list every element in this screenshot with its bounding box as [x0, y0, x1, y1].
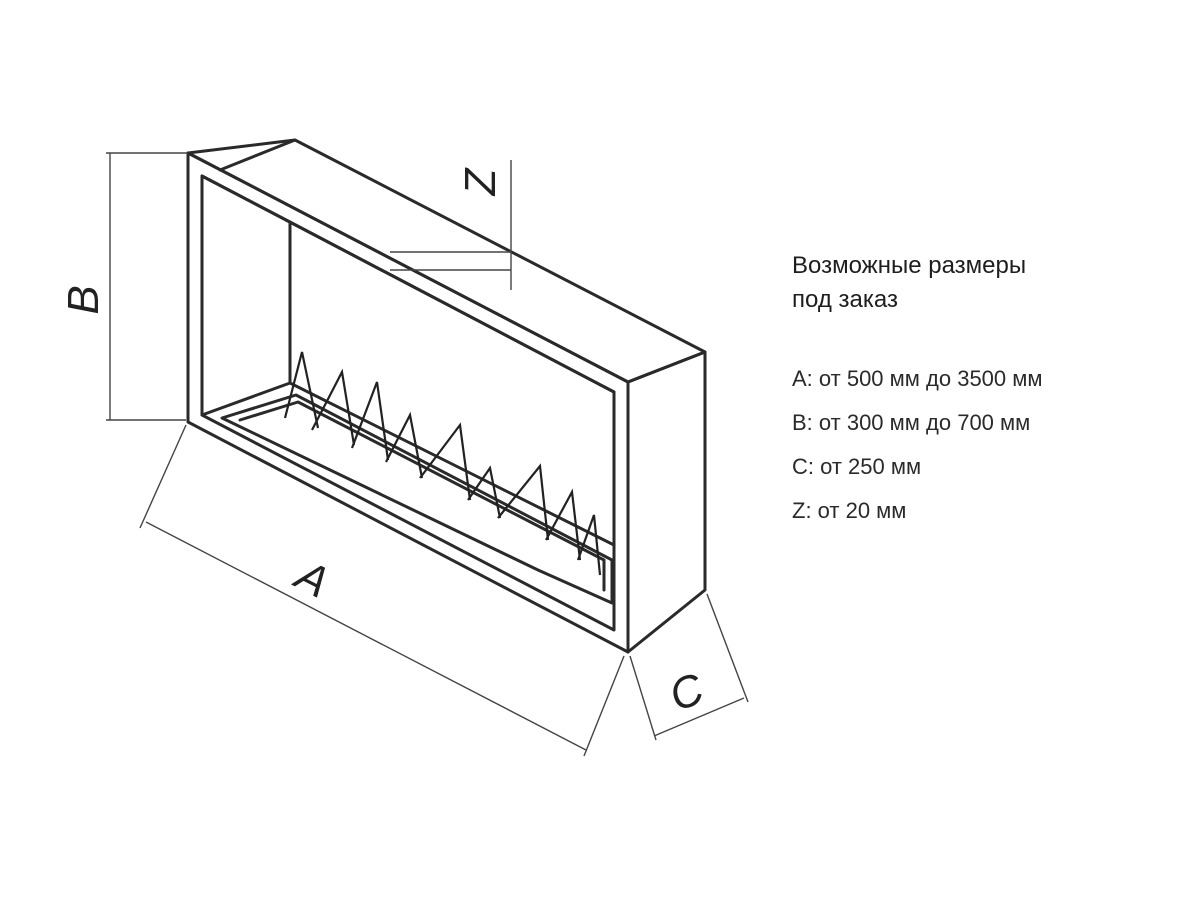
flames	[283, 351, 602, 576]
sizes-panel: Возможные размеры под заказ A: от 500 мм…	[792, 249, 1172, 533]
dimension-c: C	[629, 593, 749, 741]
dimension-z: Z	[390, 160, 512, 290]
dim-c-label: C	[663, 663, 712, 721]
size-a: A: от 500 мм до 3500 мм	[792, 366, 1043, 391]
dim-z-label: Z	[456, 166, 505, 196]
burner-outer	[220, 393, 614, 605]
sizes-list: A: от 500 мм до 3500 мм B: от 300 мм до …	[792, 357, 1172, 533]
dim-a-ext-right	[583, 655, 625, 757]
flame-1	[283, 351, 320, 429]
dim-b-label: B	[59, 285, 108, 314]
flame-6	[467, 465, 502, 519]
dim-c-ext-left	[629, 655, 657, 741]
size-c: C: от 250 мм	[792, 454, 922, 479]
flame-2	[311, 368, 356, 446]
size-z: Z: от 20 мм	[792, 498, 907, 523]
dim-c-ext-right	[706, 593, 749, 703]
dimension-b: B	[59, 152, 188, 421]
flame-5	[419, 422, 472, 501]
dim-a-ext-left	[139, 424, 187, 529]
front-frame-inner	[200, 174, 616, 632]
inner-back-wall	[200, 174, 292, 385]
inner-floor-back	[288, 381, 616, 547]
flame-9	[576, 514, 602, 576]
right-side-face	[626, 350, 707, 654]
sizes-title: Возможные размеры под заказ	[792, 249, 1172, 317]
inner-top-line	[288, 220, 616, 394]
burner-inner	[238, 400, 606, 592]
dim-c-line	[653, 697, 745, 737]
front-depth-edge	[218, 138, 297, 172]
size-b: B: от 300 мм до 700 мм	[792, 410, 1031, 435]
flame-3	[350, 381, 390, 461]
sizes-title-line1: Возможные размеры	[792, 252, 1027, 279]
box-outline	[186, 138, 707, 654]
flame-8	[545, 488, 582, 561]
burner-tray	[220, 393, 614, 605]
inner-floor-front	[200, 381, 292, 417]
flame-4	[385, 411, 424, 479]
dim-a-line	[145, 521, 587, 751]
inner-opening	[200, 174, 616, 632]
front-frame-outer	[186, 151, 630, 654]
flame-7	[497, 463, 550, 541]
dimension-a: A	[139, 424, 625, 757]
back-top-edge	[186, 138, 707, 384]
sizes-title-line2: под заказ	[792, 286, 898, 313]
